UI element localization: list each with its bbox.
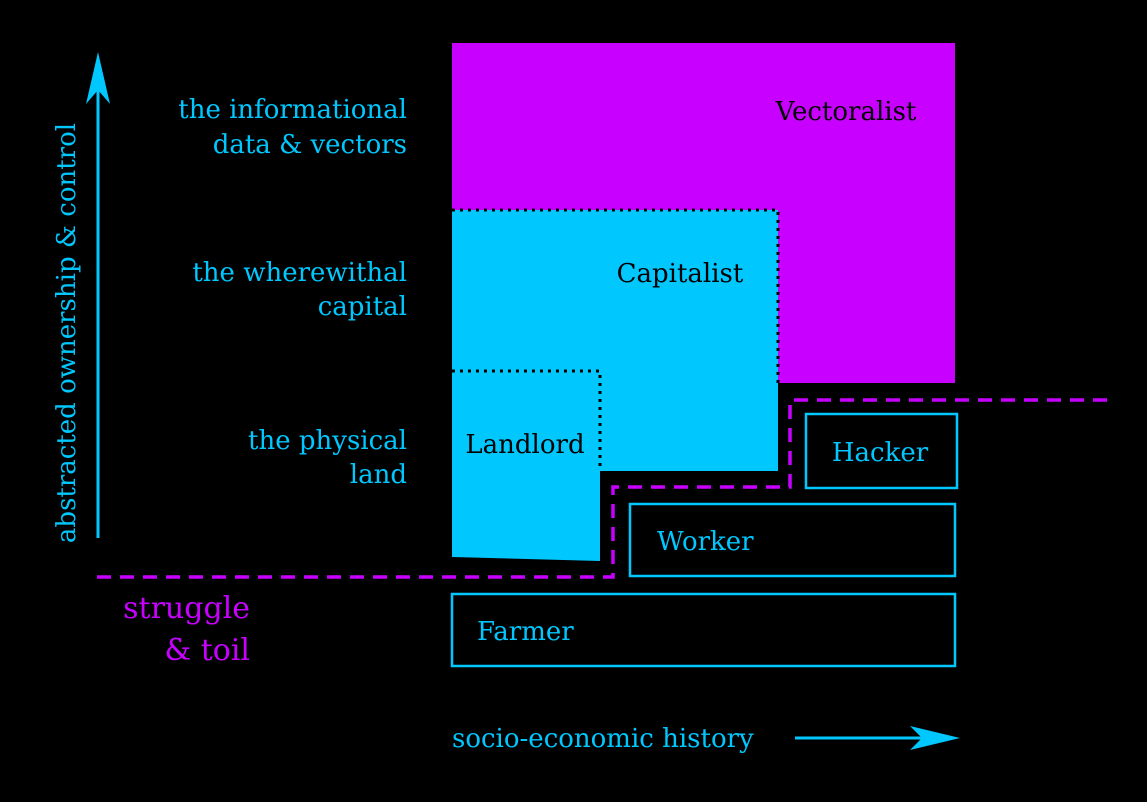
hacker-label: Hacker — [832, 438, 929, 468]
struggle-label-line2: & toil — [164, 633, 250, 668]
vectoralist-label: Vectoralist — [775, 97, 917, 127]
landlord-boundary — [452, 369, 602, 471]
landlord-area — [452, 371, 600, 561]
x-axis-label: socio-economic history — [452, 724, 754, 754]
capitalist-area — [452, 210, 778, 471]
y-axis-label: abstracted ownership & control — [52, 123, 82, 543]
level-land-line1: the physical — [248, 426, 407, 456]
up-arrow-icon — [86, 52, 110, 104]
level-informational-line2: data & vectors — [213, 130, 407, 160]
struggle-label-line1: struggle — [123, 591, 250, 626]
farmer-box — [450, 592, 957, 668]
hacker-box — [804, 412, 959, 490]
capitalist-boundary — [452, 208, 780, 383]
struggle-line — [97, 398, 1108, 579]
level-informational-line1: the informational — [178, 95, 407, 125]
vectoralist-area — [452, 43, 955, 383]
level-land-line2: land — [350, 460, 407, 490]
right-arrow-icon — [910, 726, 960, 750]
worker-box — [628, 502, 957, 578]
worker-label: Worker — [657, 527, 754, 557]
level-capital-line2: capital — [318, 292, 407, 322]
level-capital-line1: the wherewithal — [192, 258, 407, 288]
capitalist-label: Capitalist — [617, 259, 744, 289]
landlord-label: Landlord — [465, 430, 584, 460]
farmer-label: Farmer — [477, 617, 574, 647]
